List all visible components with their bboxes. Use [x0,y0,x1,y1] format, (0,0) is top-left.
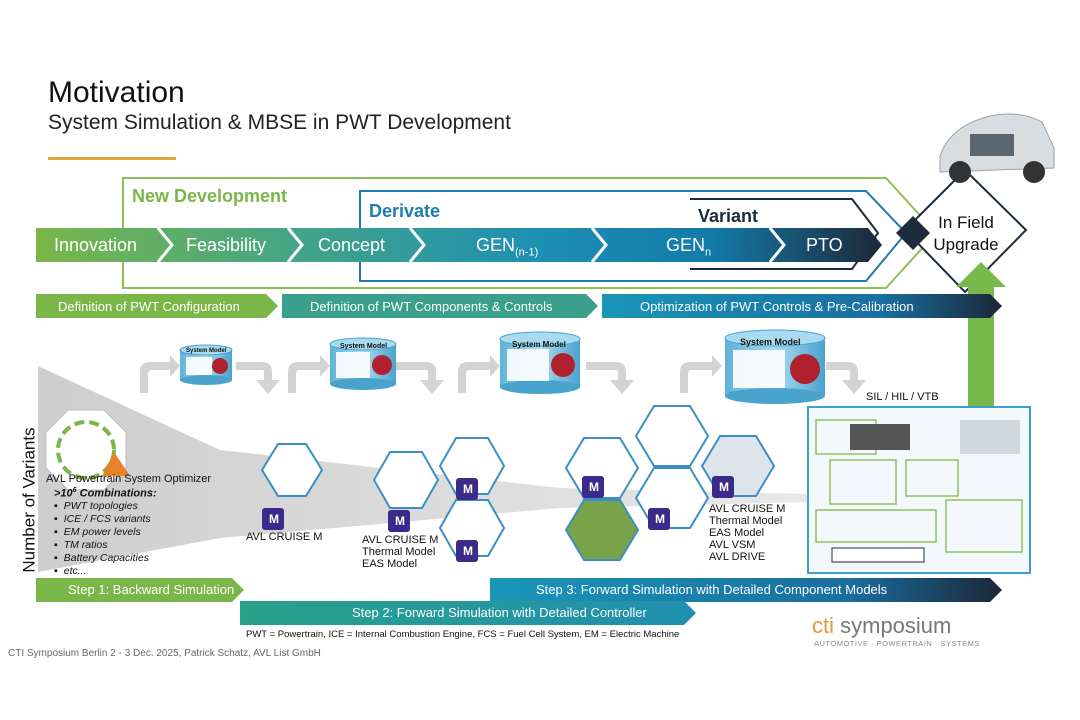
list-item: AVL CRUISE M [362,534,439,546]
list-item: Thermal Model [362,546,436,558]
step2-bar [240,601,696,625]
stage2-hexes [372,437,506,557]
system-model-label-4: System Model [740,337,801,347]
band-components [282,294,598,318]
cm-icon: M [719,480,729,494]
system-model-label-3: System Model [512,340,566,349]
list-item: EAS Model [362,558,418,570]
cm-icon: M [655,512,665,526]
list-item: EAS Model [709,527,765,539]
footer-credit: CTI Symposium Berlin 2 - 3 Dec. 2025, Pa… [8,648,321,659]
band-optimization [602,294,1002,318]
in-field-upgrade-label: In Field Upgrade [933,213,999,254]
stage1-hexes [260,443,324,497]
step2-label: Step 2: Forward Simulation with Detailed… [352,605,647,620]
cti-logo: cti symposium [812,613,952,638]
phase-gen-n-1: GEN(n-1) [476,235,539,259]
system-model-label-1: System Model [186,348,227,354]
list-item: ICE / FCS variants [54,513,151,526]
in-field-box [903,168,1028,294]
stage3-tool-list: AVL CRUISE M Thermal Model EAS Model AVL… [709,503,785,563]
in-field-marker [896,216,930,250]
new-development-label: New Development [132,186,288,206]
stage1-tool-label: AVL CRUISE M [246,531,323,543]
optimizer-name: AVL Powertrain System Optimizer [46,473,212,485]
phase-feasibility: Feasibility [186,235,267,255]
stage3-hexes [564,405,776,561]
list-item: etc... [54,565,151,578]
phase-gen-n: GENn [666,235,712,259]
phase-innovation: Innovation [54,235,138,255]
derivate-frame [359,190,908,282]
page-subtitle: System Simulation & MBSE in PWT Developm… [48,111,511,134]
derivate-label: Derivate [369,201,441,221]
band-config-label: Definition of PWT Configuration [58,299,240,314]
phase-concept: Concept [318,235,386,255]
cm-icon: M [463,482,473,496]
step3-label: Step 3: Forward Simulation with Detailed… [536,582,888,597]
stage2-tool-list: AVL CRUISE M Thermal Model EAS Model [362,534,438,570]
cm-icon: M [589,480,599,494]
list-item: EM power levels [54,526,151,539]
new-development-frame [122,177,938,289]
list-item: AVL CRUISE M [709,503,786,515]
step1-bar [36,578,244,602]
abbreviations-footnote: PWT = Powertrain, ICE = Internal Combust… [246,629,680,640]
list-item: AVL VSM [709,539,756,551]
variant-label: Variant [698,206,759,226]
system-model-label-2: System Model [340,343,388,350]
page-title: Motivation [48,76,185,109]
list-item: PWT topologies [54,500,151,513]
sil-hil-vtb-label: SIL / HIL / VTB [866,391,939,403]
optimizer-graphic [45,409,130,491]
phase-pto: PTO [806,235,843,255]
step1-label: Step 1: Backward Simulation [68,582,235,597]
list-item: Battery Capacities [54,552,151,565]
cm-icon: M [395,514,405,528]
cm-icons [262,476,734,562]
cm-icon: M [269,512,279,526]
optimizer-combinations: >106 Combinations: [54,487,157,500]
cti-tagline: AUTOMOTIVE · POWERTRAIN · SYSTEMS [814,639,980,648]
list-item: TM ratios [54,539,151,552]
phase-bar [36,228,882,262]
y-axis-label: Number of Variants [19,427,39,573]
band-optimization-label: Optimization of PWT Controls & Pre-Calib… [640,299,914,314]
step3-bar [490,578,1002,602]
upgrade-arrow [956,262,1006,406]
variant-frame [690,198,880,270]
list-item: AVL DRIVE [709,551,766,563]
optimizer-list: PWT topologies ICE / FCS variants EM pow… [54,500,151,578]
car-illustration [939,113,1055,183]
flow-arrows [140,355,866,394]
list-item: Thermal Model [709,515,783,527]
band-config [36,294,278,318]
band-components-label: Definition of PWT Components & Controls [310,299,553,314]
cm-icon: M [463,544,473,558]
system-model-cylinders [179,329,826,404]
variants-funnel [38,366,810,572]
accent-divider [48,157,176,160]
